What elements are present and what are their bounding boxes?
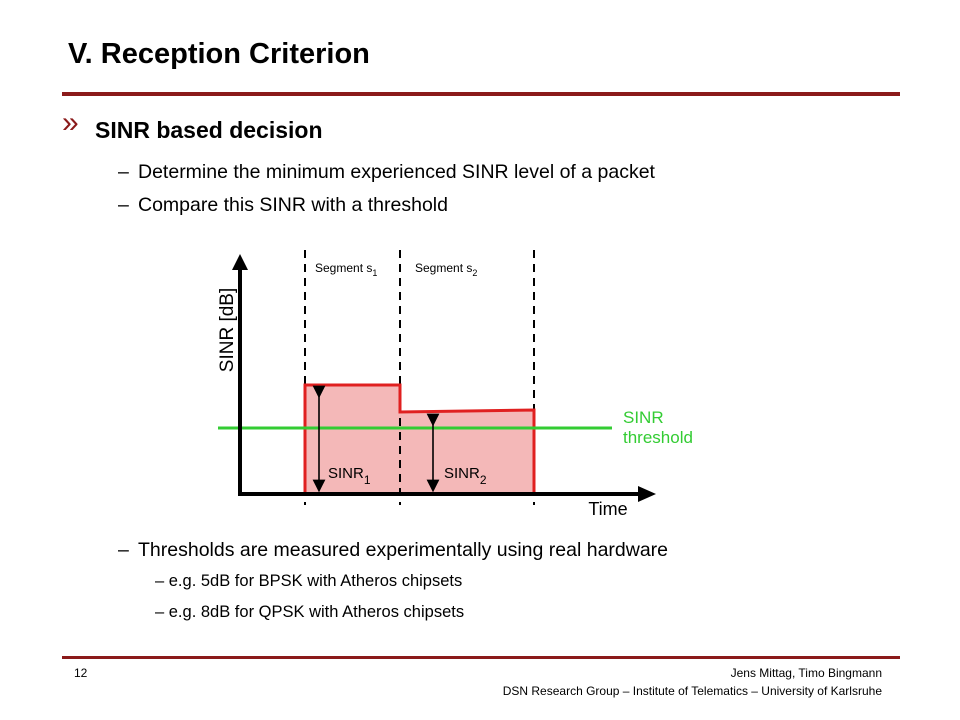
- dash-marker: –: [118, 539, 129, 561]
- threshold-label: threshold: [623, 428, 693, 447]
- segment-1-label: Segment s1: [315, 261, 377, 278]
- slide-title: V. Reception Criterion: [68, 38, 370, 70]
- title-divider: [62, 92, 900, 96]
- y-axis-arrowhead: [232, 254, 248, 270]
- sub-point: –Thresholds are measured experimentally …: [118, 539, 668, 562]
- segment-2-label: Segment s2: [415, 261, 477, 278]
- sinr2-label: SINR2: [444, 465, 487, 487]
- sinr1-label: SINR1: [328, 465, 371, 487]
- sub-point-text: Determine the minimum experienced SINR l…: [138, 161, 655, 183]
- signal-curve: [303, 383, 536, 493]
- sub-point: –Compare this SINR with a threshold: [118, 194, 448, 217]
- sub-sub-point: – e.g. 8dB for QPSK with Atheros chipset…: [155, 603, 465, 621]
- dash-marker: –: [118, 161, 129, 183]
- page-number: 12: [74, 666, 88, 680]
- sub-point-text: Thresholds are measured experimentally u…: [138, 539, 669, 561]
- sinr-diagram: SINR [dB] Time Segment s1 Segment s2 SIN…: [200, 240, 720, 520]
- x-axis-arrowhead: [638, 486, 656, 502]
- sub-point-text: Compare this SINR with a threshold: [138, 194, 448, 216]
- footer-authors: Jens Mittag, Timo Bingmann: [730, 666, 882, 680]
- sub-point: –Determine the minimum experienced SINR …: [118, 161, 655, 184]
- footer-divider: [62, 656, 900, 659]
- sub-sub-point: – e.g. 5dB for BPSK with Atheros chipset…: [155, 572, 463, 590]
- footer-affiliation: DSN Research Group – Institute of Telema…: [502, 684, 882, 698]
- threshold-label: SINR: [623, 408, 664, 427]
- bullet-heading: SINR based decision: [95, 117, 323, 143]
- y-axis-label: SINR [dB]: [217, 288, 238, 372]
- bullet-marker: »: [62, 106, 79, 139]
- x-axis-label: Time: [588, 499, 627, 519]
- dash-marker: –: [118, 194, 129, 216]
